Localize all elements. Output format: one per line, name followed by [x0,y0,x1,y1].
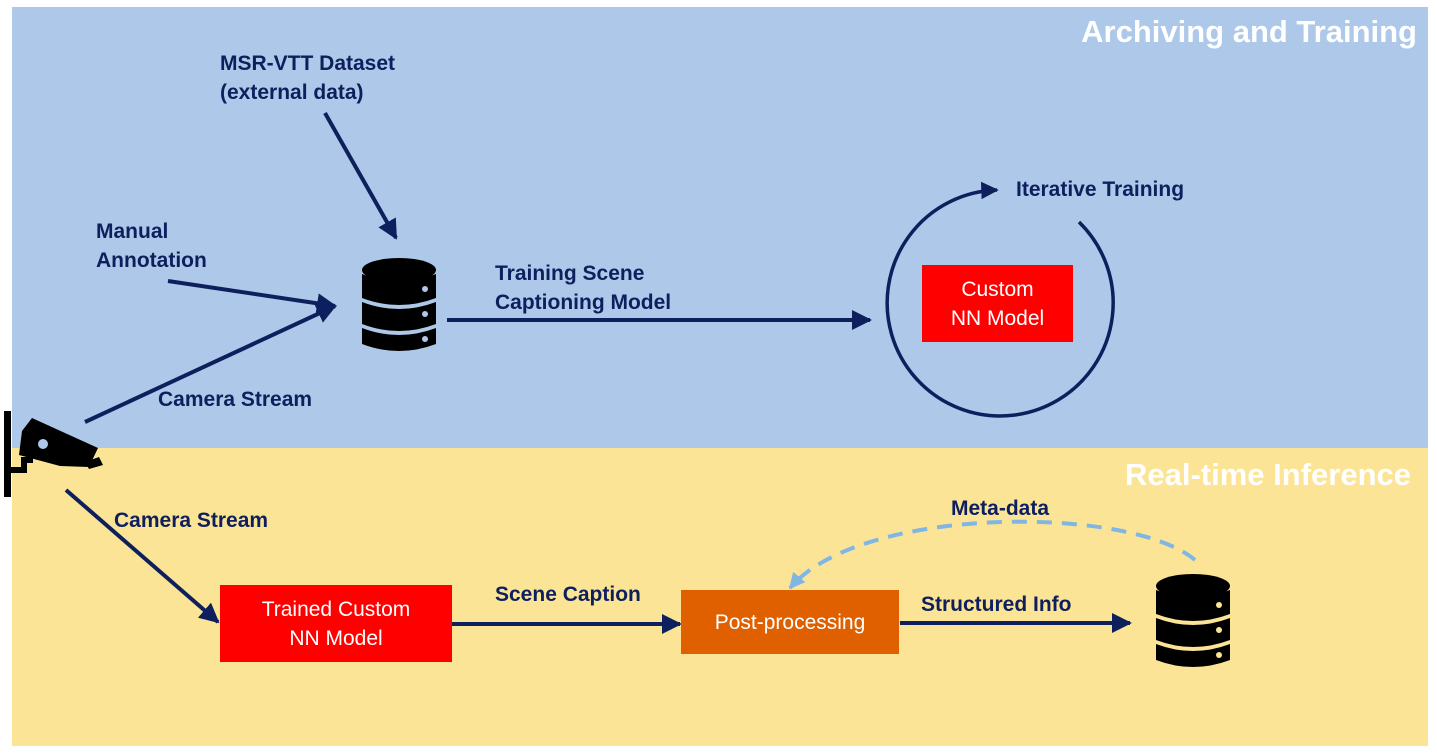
security-camera-icon [4,411,103,497]
custom-model-line2: NN Model [950,306,1045,330]
dataset-label: MSR-VTT Dataset (external data) [220,49,395,107]
camera-stream-top-arrow [84,304,337,424]
manual-annotation-arrow [167,279,337,314]
custom-nn-model-box: Custom NN Model [922,265,1073,342]
camera-stream-bottom-label: Camera Stream [114,509,269,532]
manual-annotation-label: Manual Annotation [96,217,207,275]
training-label-line1: Training Scene [495,262,645,285]
dataset-arrow [323,112,398,240]
dataset-label-line2: (external data) [220,81,364,104]
archiving-training-title: Archiving and Training [1081,14,1417,49]
manual-annotation-line1: Manual [96,220,169,243]
trained-model-line1: Trained Custom [261,597,411,621]
training-label-line2: Captioning Model [495,291,672,314]
scene-caption-label: Scene Caption [495,583,641,606]
camera-stream-top-label: Camera Stream [158,388,313,411]
metadata-label: Meta-data [951,497,1050,520]
postprocessing-box: Post-processing [681,590,899,654]
camera-stream-bottom-arrow [64,488,220,624]
custom-model-line1: Custom [961,277,1034,301]
manual-annotation-line2: Annotation [96,249,207,272]
database-icon [362,258,436,351]
trained-model-line2: NN Model [289,626,383,650]
realtime-inference-title: Real-time Inference [1125,457,1411,492]
iterative-training-loop [885,181,1115,418]
structured-info-label: Structured Info [921,593,1072,616]
training-label: Training Scene Captioning Model [495,259,671,317]
iterative-training-label: Iterative Training [1016,178,1185,201]
dataset-label-line1: MSR-VTT Dataset [220,52,396,75]
metadata-arrow [788,519,1197,590]
trained-nn-model-box: Trained Custom NN Model [220,585,452,662]
archiving-training-panel [12,7,1428,448]
database-icon-inference [1156,574,1230,667]
